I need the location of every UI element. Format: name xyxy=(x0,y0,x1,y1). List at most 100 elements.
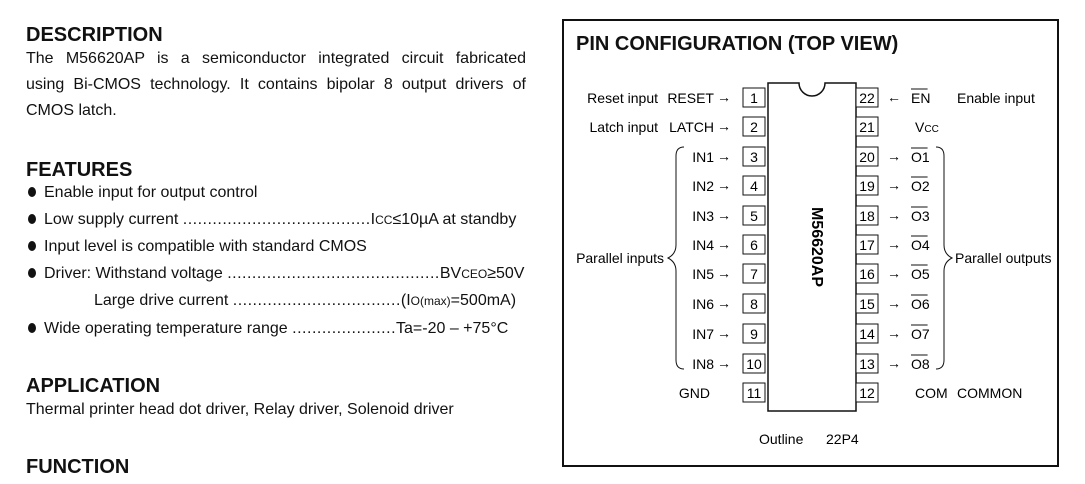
group-label-outputs: Parallel outputs xyxy=(955,250,1052,266)
pin-number: 11 xyxy=(747,385,762,401)
pin-number-box xyxy=(742,263,766,284)
pin-description: Latch input xyxy=(590,119,659,135)
pin-name: O3 xyxy=(911,208,930,224)
group-label-inputs: Parallel inputs xyxy=(576,250,664,266)
pin-number: 19 xyxy=(859,178,875,194)
leader-dots: ........................................… xyxy=(227,265,440,282)
bullet-icon xyxy=(28,323,36,333)
description-paragraph: The M56620AP is a semiconductor integrat… xyxy=(26,46,526,124)
pin-number: 22 xyxy=(859,90,875,106)
description-line: CMOS latch. xyxy=(26,102,117,119)
pin-name: O8 xyxy=(911,356,930,372)
bullet-icon xyxy=(28,268,36,278)
pin-number-box xyxy=(742,175,766,196)
pin-number-box xyxy=(742,116,766,137)
feature-text: Low supply current xyxy=(44,211,179,228)
pin-name: O5 xyxy=(911,266,930,282)
arrow-right-icon: → xyxy=(717,89,731,105)
pin-number-box xyxy=(855,293,879,314)
pin-number: 1 xyxy=(750,90,758,106)
arrow-right-icon: → xyxy=(887,148,901,164)
arrow-right-icon: → xyxy=(887,265,901,281)
arrow-right-icon: → xyxy=(717,118,731,134)
feature-item: Input level is compatible with standard … xyxy=(28,238,367,256)
pin-number: 4 xyxy=(750,178,758,194)
feature-item: Enable input for output control xyxy=(28,184,257,202)
pin-number-box xyxy=(855,323,879,344)
bullet-icon xyxy=(28,241,36,251)
arrow-right-icon: → xyxy=(887,177,901,193)
pin-number: 7 xyxy=(750,266,758,282)
arrow-right-icon: → xyxy=(887,236,901,252)
arrow-right-icon: → xyxy=(717,148,731,164)
feature-item: Low supply current .....................… xyxy=(28,211,516,229)
feature-value: Ta=-20 – +75°C xyxy=(396,320,509,337)
pin-number-box xyxy=(855,205,879,226)
pin-number-box xyxy=(742,146,766,167)
arrow-right-icon: → xyxy=(887,325,901,341)
pin-number-box xyxy=(855,87,879,108)
features-heading: FEATURES xyxy=(26,159,133,181)
pin-number-box xyxy=(742,205,766,226)
pin-number: 21 xyxy=(859,119,875,135)
pin-name: O7 xyxy=(911,326,930,342)
pin-number: 15 xyxy=(859,296,875,312)
pin-number-box xyxy=(742,323,766,344)
pin-number-box xyxy=(742,353,766,374)
pin-name: IN5 xyxy=(692,266,714,282)
arrow-right-icon: → xyxy=(717,355,731,371)
chip-body xyxy=(767,82,857,412)
leader-dots: ...................................... xyxy=(182,211,371,228)
application-heading: APPLICATION xyxy=(26,375,161,397)
function-heading: FUNCTION xyxy=(26,456,130,478)
feature-text: Input level is compatible with standard … xyxy=(44,238,367,255)
pin-name: O2 xyxy=(911,178,930,194)
arrow-right-icon: → xyxy=(887,355,901,371)
pin-number-box xyxy=(855,353,879,374)
arrow-right-icon: → xyxy=(717,325,731,341)
arrow-right-icon: → xyxy=(717,265,731,281)
arrow-right-icon: → xyxy=(887,207,901,223)
pin-number: 14 xyxy=(859,326,875,342)
pin-description: COMMON xyxy=(957,385,1022,401)
arrow-right-icon: → xyxy=(717,295,731,311)
feature-text: Driver: Withstand voltage xyxy=(44,265,223,282)
pin-name: LATCH xyxy=(669,119,714,135)
pin-name: O4 xyxy=(911,237,930,253)
pin-number: 5 xyxy=(750,208,758,224)
feature-value: BVCEO≥50V xyxy=(439,265,525,282)
pin-number-box xyxy=(855,382,879,403)
pin-number-box xyxy=(742,293,766,314)
pin-configuration-title: PIN CONFIGURATION (TOP VIEW) xyxy=(576,33,899,55)
bullet-icon xyxy=(28,187,36,197)
chip-part-number: M56620AP xyxy=(808,207,825,287)
pin-number-box xyxy=(855,146,879,167)
bullet-icon xyxy=(28,214,36,224)
pin-name: EN xyxy=(911,90,930,106)
pin-number: 8 xyxy=(750,296,758,312)
left-brace-icon xyxy=(666,146,685,370)
outline-package: 22P4 xyxy=(826,431,859,447)
pin-number: 9 xyxy=(750,326,758,342)
pin-name: IN7 xyxy=(692,326,714,342)
pin-number: 12 xyxy=(859,385,875,401)
arrow-right-icon: → xyxy=(887,295,901,311)
pin-name: IN6 xyxy=(692,296,714,312)
pin-number: 16 xyxy=(859,266,875,282)
description-line: using Bi-CMOS technology. It contains bi… xyxy=(26,76,526,93)
pin-number: 2 xyxy=(750,119,758,135)
leader-dots: ..................... xyxy=(292,320,397,337)
pin-name: IN3 xyxy=(692,208,714,224)
feature-value: (IO(max)=500mA) xyxy=(400,292,517,309)
arrow-right-icon: → xyxy=(717,236,731,252)
pin-number-box xyxy=(742,382,766,403)
pin-description: Reset input xyxy=(587,90,658,106)
pin-number-box xyxy=(855,234,879,255)
arrow-left-icon: ← xyxy=(887,89,901,105)
outline-label: Outline xyxy=(759,431,804,447)
leader-dots: .................................. xyxy=(232,292,401,309)
feature-item: Large drive current ....................… xyxy=(94,292,516,310)
pin-number-box xyxy=(855,116,879,137)
